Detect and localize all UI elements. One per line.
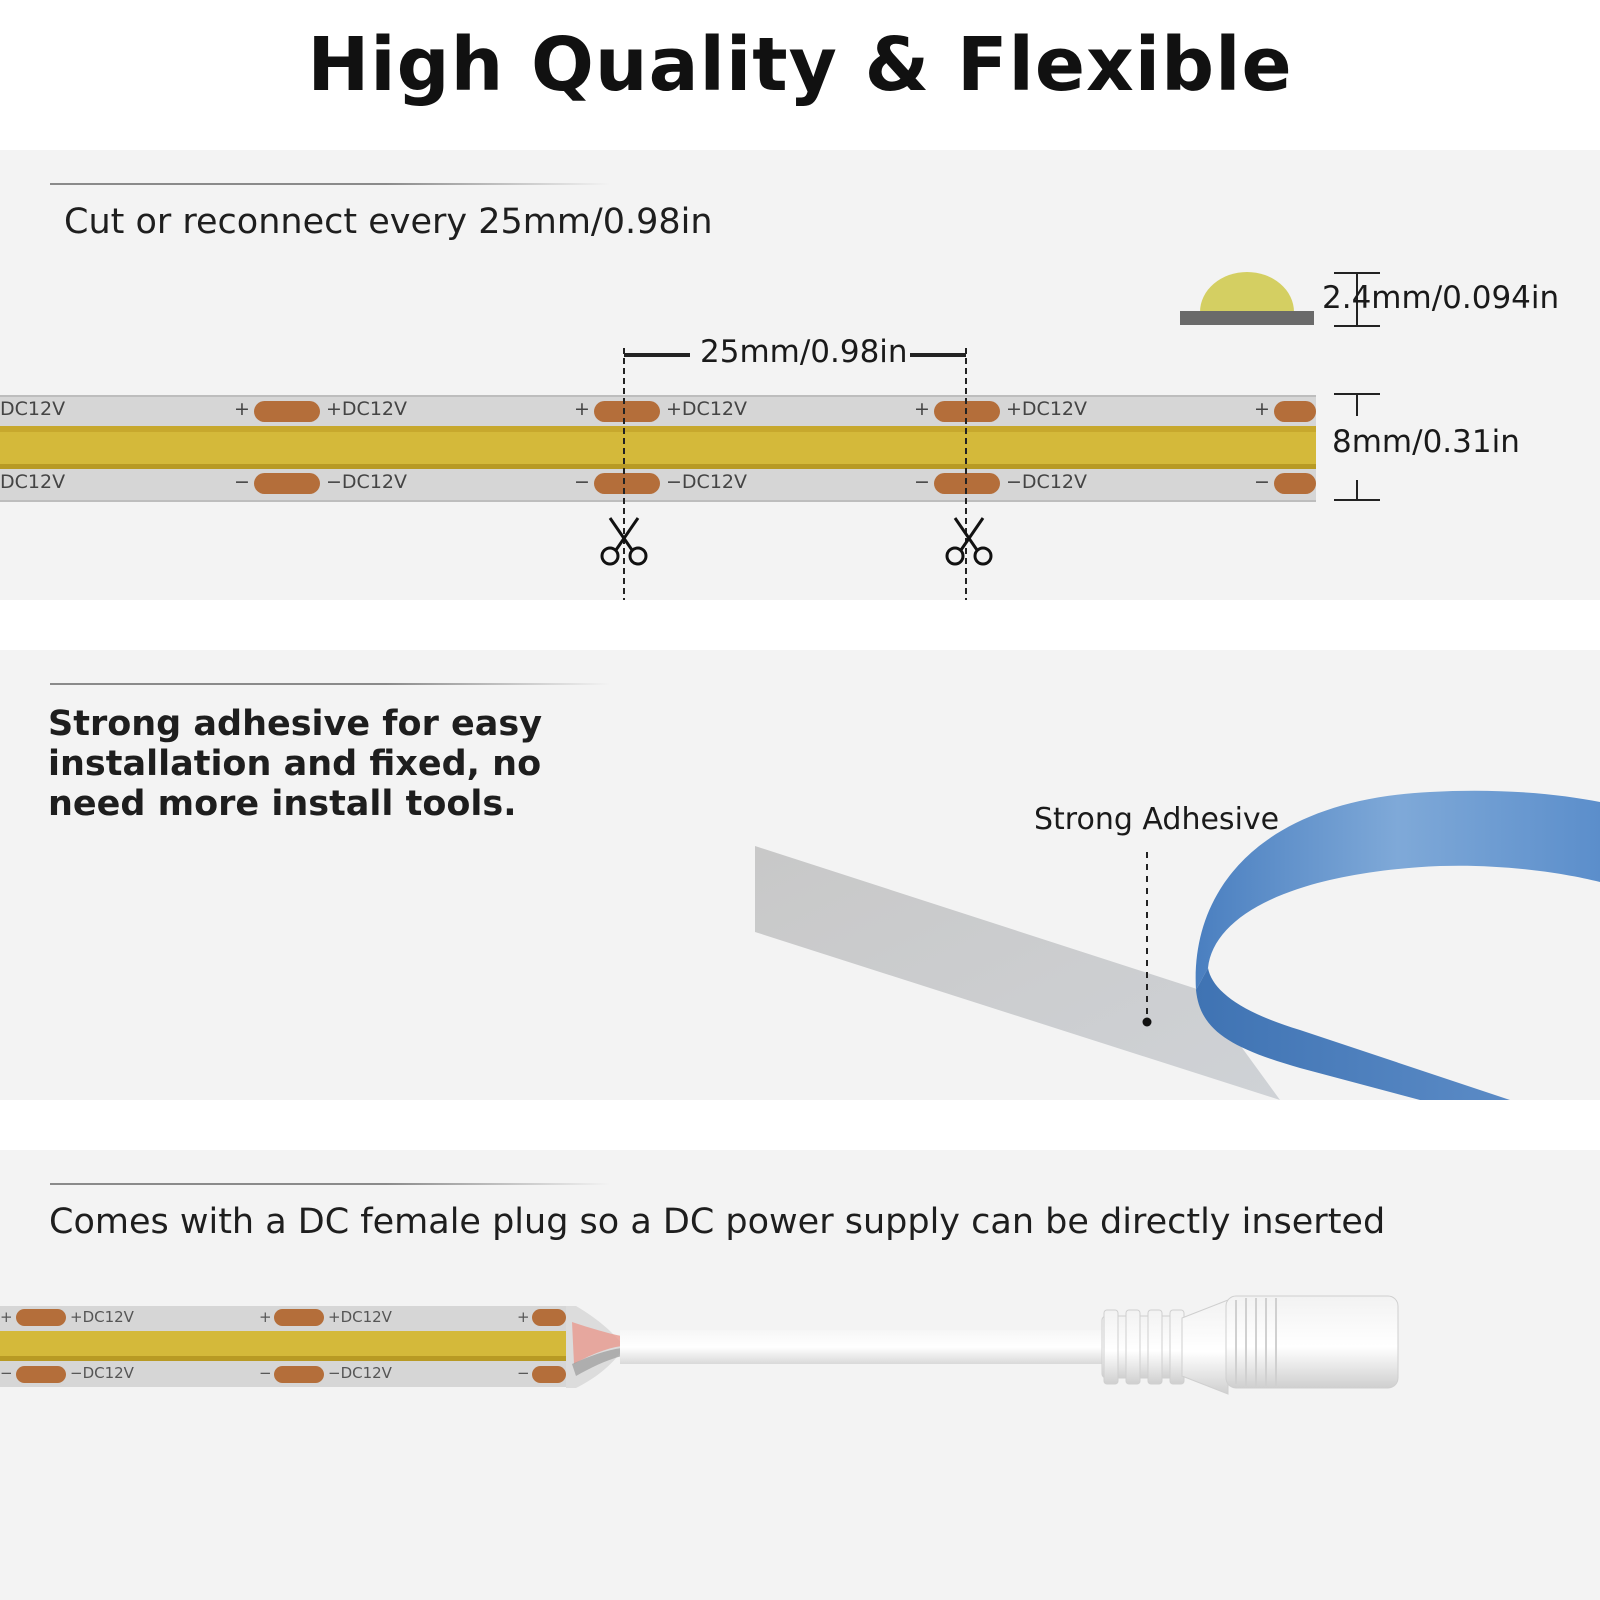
- copper-pad: [16, 1309, 66, 1326]
- pad-label: +DC12V: [328, 1308, 392, 1326]
- pad-label: −DC12V: [1006, 471, 1087, 493]
- wire-red: [572, 1322, 622, 1364]
- scissors-icon: [600, 517, 648, 566]
- plug-grip: [1235, 1298, 1277, 1386]
- copper-pad: [594, 473, 660, 494]
- dc-female-plug: [1225, 1295, 1399, 1389]
- plus-sign: +: [517, 1308, 530, 1326]
- plus-sign: +: [0, 1308, 13, 1326]
- plus-sign: +: [574, 398, 590, 420]
- plug-taper: [1181, 1299, 1229, 1395]
- minus-sign: −: [517, 1364, 530, 1382]
- led-strip-diagram: [0, 272, 1380, 600]
- copper-pads: [254, 401, 1316, 494]
- callout-dot: [1142, 1017, 1152, 1027]
- copper-pad: [254, 473, 320, 494]
- cob-dome: [1200, 272, 1294, 312]
- segment-length-label: 25mm/0.98in: [700, 334, 908, 370]
- plus-sign: +: [234, 398, 250, 420]
- pad-label: DC12V: [0, 471, 66, 493]
- copper-pads: [16, 1309, 566, 1383]
- minus-sign: −: [259, 1364, 272, 1382]
- scissors-icon: [945, 517, 993, 566]
- minus-sign: −: [1254, 471, 1270, 493]
- pad-label: +DC12V: [666, 398, 747, 420]
- copper-pad: [532, 1309, 566, 1326]
- copper-pad: [16, 1366, 66, 1383]
- copper-pad: [532, 1366, 566, 1383]
- pad-label: +DC12V: [70, 1308, 134, 1326]
- section-divider: [50, 683, 610, 685]
- strip-cob-line: [0, 426, 1316, 469]
- copper-pad: [274, 1309, 324, 1326]
- cable: [620, 1330, 1106, 1364]
- width-marker: [1334, 393, 1380, 501]
- strain-relief: [1101, 1309, 1185, 1385]
- minus-sign: −: [574, 471, 590, 493]
- cut-section: Cut or reconnect every 25mm/0.98in: [0, 150, 1600, 600]
- pad-label: +DC12V: [326, 398, 407, 420]
- pad-label: DC12V: [0, 398, 66, 420]
- adhesive-tape-lower: [1196, 968, 1510, 1100]
- width-label: 8mm/0.31in: [1332, 424, 1520, 460]
- pad-label: +DC12V: [1006, 398, 1087, 420]
- strip-backing: [755, 846, 1280, 1100]
- page-title: High Quality & Flexible: [307, 22, 1293, 108]
- pad-label: −DC12V: [326, 471, 407, 493]
- copper-pad: [594, 401, 660, 422]
- plus-sign: +: [914, 398, 930, 420]
- adhesive-heading: Strong adhesive for easy installation an…: [48, 704, 543, 824]
- plus-sign: +: [1254, 398, 1270, 420]
- minus-sign: −: [234, 471, 250, 493]
- minus-sign: −: [0, 1364, 13, 1382]
- adhesive-callout: Strong Adhesive: [1034, 802, 1280, 837]
- plus-sign: +: [259, 1308, 272, 1326]
- copper-pad: [1274, 473, 1316, 494]
- adhesive-illustration: [755, 790, 1600, 1100]
- pcb-base: [1180, 311, 1314, 325]
- copper-pad: [254, 401, 320, 422]
- pad-label: −DC12V: [328, 1364, 392, 1382]
- section-divider: [50, 183, 610, 185]
- adhesive-section: Strong adhesive for easy installation an…: [0, 650, 1600, 1100]
- minus-sign: −: [914, 471, 930, 493]
- adhesive-tape-upper: [1195, 790, 1600, 990]
- height-label: 2.4mm/0.094in: [1322, 280, 1560, 316]
- height-marker: [1334, 272, 1380, 327]
- dc-plug-diagram: [0, 1295, 1399, 1395]
- copper-pad: [1274, 401, 1316, 422]
- pad-label: −DC12V: [70, 1364, 134, 1382]
- dc-plug-section: Comes with a DC female plug so a DC powe…: [0, 1150, 1600, 1600]
- wire-black: [572, 1348, 622, 1376]
- dc-plug-heading: Comes with a DC female plug so a DC powe…: [49, 1202, 1386, 1242]
- cut-heading: Cut or reconnect every 25mm/0.98in: [64, 202, 713, 242]
- pad-label: −DC12V: [666, 471, 747, 493]
- copper-pad: [274, 1366, 324, 1383]
- section-divider: [50, 1183, 610, 1185]
